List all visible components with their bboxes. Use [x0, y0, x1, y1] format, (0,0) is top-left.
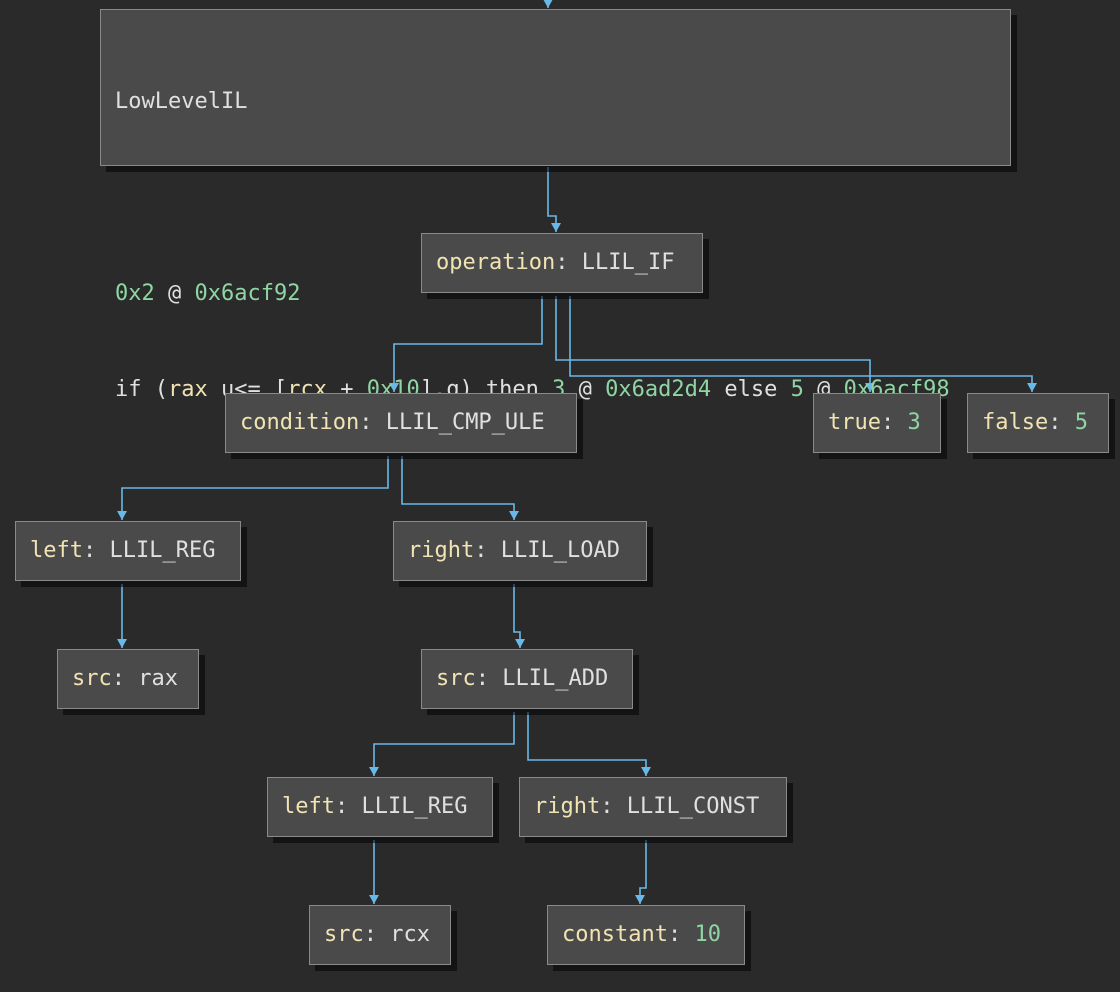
edge-condition-to-right [401, 456, 519, 520]
node-value: LLIL_CMP_ULE [385, 410, 545, 435]
node-sep: : [82, 538, 110, 563]
edge-add-to-right [527, 712, 651, 776]
node-value: LLIL_REG [361, 794, 468, 819]
node-key: right [408, 538, 475, 563]
reg-rax: rax [167, 377, 208, 402]
node-sep: : [334, 794, 362, 819]
header-address-line: 0x2 @ 0x6acf92 [115, 278, 996, 310]
node-key: left [282, 794, 335, 819]
node-true[interactable]: true: 3 [813, 393, 941, 453]
node-sep: : [600, 794, 627, 819]
node-key: operation [436, 250, 556, 275]
node-constant[interactable]: constant: 10 [547, 905, 745, 965]
node-value: rcx [390, 922, 430, 947]
header-title: LowLevelIL [115, 89, 248, 114]
node-value: 5 [1074, 410, 1088, 435]
node-key: constant [562, 922, 668, 947]
node-sep: : [111, 666, 139, 691]
at-sign: @ [154, 281, 195, 306]
false-target-index: 5 [790, 377, 804, 402]
node-key: src [324, 922, 364, 947]
node-value: LLIL_IF [581, 250, 675, 275]
instr-index: 0x2 [115, 281, 155, 306]
node-sep: : [555, 250, 582, 275]
node-sep: : [880, 410, 908, 435]
node-key: true [828, 410, 881, 435]
node-value: 3 [907, 410, 921, 435]
edge-header-to-operation [547, 167, 561, 232]
node-value: 10 [694, 922, 721, 947]
node-value: LLIL_CONST [626, 794, 760, 819]
instr-text: else [711, 377, 791, 402]
node-operation[interactable]: operation: LLIL_IF [421, 233, 703, 293]
node-key: src [72, 666, 112, 691]
edge-operation-to-condition [389, 296, 543, 392]
node-src-rax[interactable]: src: rax [57, 649, 199, 709]
node-value: LLIL_REG [109, 538, 216, 563]
node-src-rcx[interactable]: src: rcx [309, 905, 451, 965]
node-false[interactable]: false: 5 [967, 393, 1109, 453]
node-key: left [30, 538, 83, 563]
node-sep: : [359, 410, 386, 435]
node-key: src [436, 666, 476, 691]
edge-operation-to-false [569, 296, 1037, 392]
edge-condition-to-left [117, 456, 389, 520]
node-key: condition [240, 410, 360, 435]
llil-header-block[interactable]: LowLevelIL 0x2 @ 0x6acf92 if (rax u<= [r… [100, 9, 1011, 402]
node-sep: : [474, 538, 501, 563]
node-right-const[interactable]: right: LLIL_CONST [519, 777, 787, 837]
node-src-add[interactable]: src: LLIL_ADD [421, 649, 633, 709]
header-spacer [115, 182, 996, 214]
instr-text: @ [565, 377, 606, 402]
node-value: LLIL_LOAD [500, 538, 620, 563]
node-right-load[interactable]: right: LLIL_LOAD [393, 521, 647, 581]
instr-address: 0x6acf92 [194, 281, 301, 306]
node-condition[interactable]: condition: LLIL_CMP_ULE [225, 393, 577, 453]
node-value: rax [138, 666, 178, 691]
instr-text: if ( [115, 377, 168, 402]
node-sep: : [1048, 410, 1075, 435]
edge-load-to-src-add [513, 584, 525, 648]
node-sep: : [667, 922, 695, 947]
node-value: LLIL_ADD [502, 666, 609, 691]
node-key: false [982, 410, 1049, 435]
node-sep: : [475, 666, 503, 691]
node-sep: : [363, 922, 391, 947]
edge-const-to-constant [635, 840, 647, 904]
node-left-reg-2[interactable]: left: LLIL_REG [267, 777, 493, 837]
edge-add-to-left [369, 712, 515, 776]
true-target-address: 0x6ad2d4 [605, 377, 712, 402]
node-key: right [534, 794, 601, 819]
node-left-reg[interactable]: left: LLIL_REG [15, 521, 241, 581]
